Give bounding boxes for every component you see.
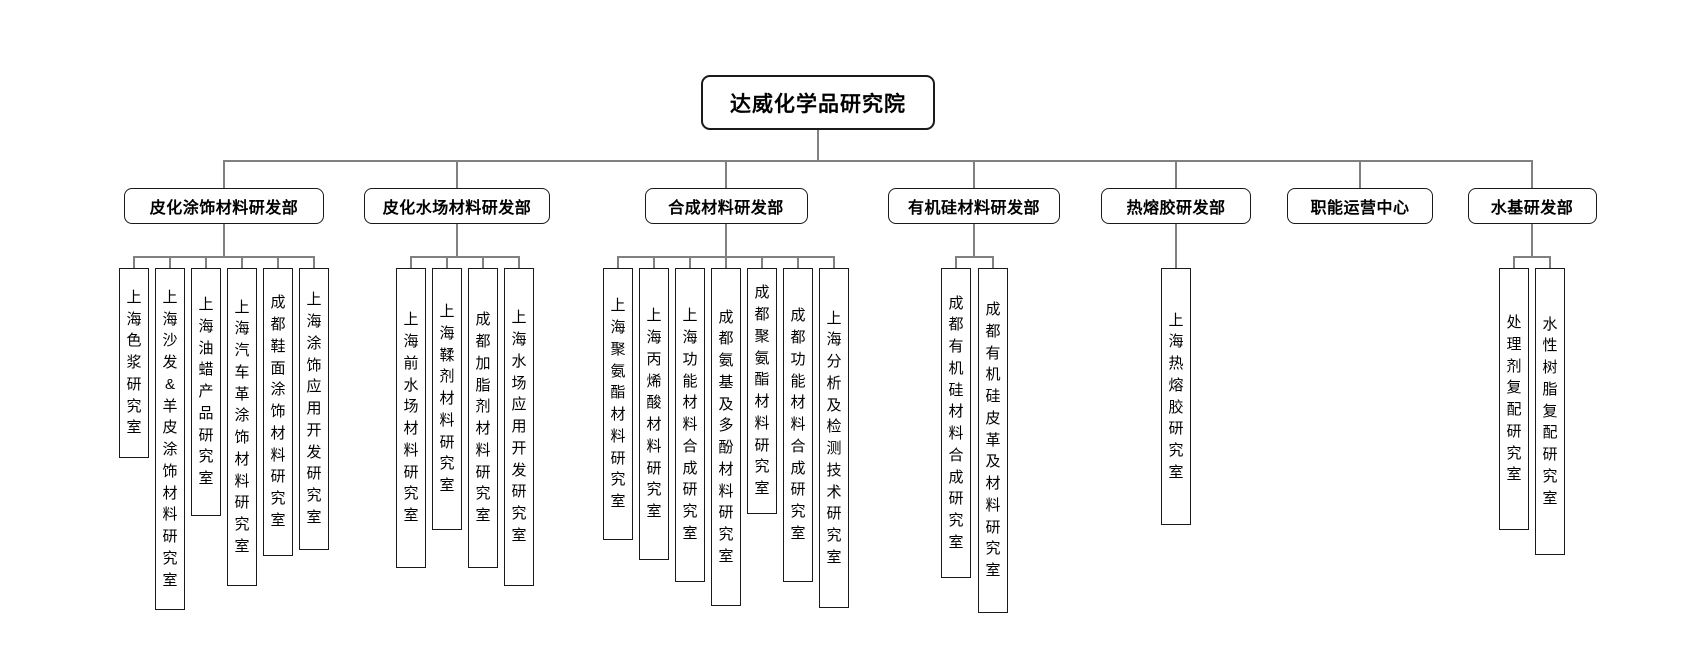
connector-line — [973, 224, 975, 256]
research-room-label: 上海热熔胶研究室 — [1168, 311, 1184, 481]
connector-line — [973, 160, 975, 188]
connector-line — [241, 258, 243, 268]
research-room-label: 成都有机硅材料合成研究室 — [948, 294, 964, 551]
research-room-label: 水性树脂复配研究室 — [1542, 315, 1558, 507]
research-room-node[interactable]: 上海水场应用开发研究室 — [504, 268, 534, 586]
department-node[interactable]: 热熔胶研发部 — [1101, 188, 1251, 224]
research-room-node[interactable]: 上海沙发&羊皮涂饰材料研究室 — [155, 268, 185, 610]
research-room-label: 成都加脂剂材料研究室 — [475, 311, 491, 524]
research-room-label: 成都功能材料合成研究室 — [790, 307, 806, 542]
research-room-node[interactable]: 上海油蜡产品研究室 — [191, 268, 221, 516]
research-room-node[interactable]: 成都有机硅材料合成研究室 — [941, 268, 971, 578]
connector-line — [955, 256, 994, 258]
connector-line — [1549, 258, 1551, 268]
department-node[interactable]: 有机硅材料研发部 — [888, 188, 1060, 224]
research-room-node[interactable]: 成都氨基及多酚材料研究室 — [711, 268, 741, 606]
connector-line — [133, 258, 135, 268]
research-room-node[interactable]: 成都功能材料合成研究室 — [783, 268, 813, 582]
connector-line — [169, 258, 171, 268]
org-root-node[interactable]: 达威化学品研究院 — [701, 75, 935, 130]
connector-line — [617, 258, 619, 268]
research-room-label: 成都聚氨酯材料研究室 — [754, 284, 770, 497]
research-room-node[interactable]: 上海功能材料合成研究室 — [675, 268, 705, 582]
department-node[interactable]: 水基研发部 — [1467, 188, 1597, 224]
connector-line — [617, 256, 835, 258]
research-room-label: 上海色浆研究室 — [126, 288, 142, 437]
department-node[interactable]: 皮化涂饰材料研发部 — [124, 188, 324, 224]
connector-line — [797, 258, 799, 268]
connector-line — [410, 258, 412, 268]
research-room-label: 上海鞣剂材料研究室 — [439, 303, 455, 495]
connector-line — [725, 224, 727, 256]
research-room-node[interactable]: 成都有机硅皮革及材料研究室 — [978, 268, 1008, 613]
connector-line — [955, 258, 957, 268]
research-room-label: 上海功能材料合成研究室 — [682, 307, 698, 542]
connector-line — [223, 160, 1533, 162]
connector-line — [133, 256, 315, 258]
research-room-label: 上海丙烯酸材料研究室 — [646, 307, 662, 520]
connector-line — [1513, 258, 1515, 268]
research-room-label: 上海沙发&羊皮涂饰材料研究室 — [162, 288, 178, 589]
connector-line — [313, 258, 315, 268]
connector-line — [277, 258, 279, 268]
connector-line — [446, 258, 448, 268]
research-room-node[interactable]: 水性树脂复配研究室 — [1535, 268, 1565, 555]
connector-line — [518, 258, 520, 268]
research-room-label: 上海前水场材料研究室 — [403, 311, 419, 524]
connector-line — [482, 258, 484, 268]
connector-line — [1513, 256, 1551, 258]
connector-line — [223, 224, 225, 256]
research-room-label: 上海水场应用开发研究室 — [511, 309, 527, 544]
research-room-node[interactable]: 上海丙烯酸材料研究室 — [639, 268, 669, 560]
research-room-node[interactable]: 上海涂饰应用开发研究室 — [299, 268, 329, 550]
connector-line — [410, 256, 520, 258]
connector-line — [1531, 224, 1533, 256]
research-room-label: 上海聚氨酯材料研究室 — [610, 297, 626, 510]
research-room-node[interactable]: 上海热熔胶研究室 — [1161, 268, 1191, 525]
research-room-label: 处理剂复配研究室 — [1506, 314, 1522, 484]
connector-line — [761, 258, 763, 268]
connector-line — [653, 258, 655, 268]
connector-line — [817, 130, 819, 160]
connector-line — [992, 258, 994, 268]
research-room-node[interactable]: 成都加脂剂材料研究室 — [468, 268, 498, 568]
research-room-label: 上海分析及检测技术研究室 — [826, 309, 842, 566]
research-room-label: 上海汽车革涂饰材料研究室 — [234, 298, 250, 555]
connector-line — [833, 258, 835, 268]
research-room-label: 成都鞋面涂饰材料研究室 — [270, 294, 286, 529]
research-room-node[interactable]: 上海分析及检测技术研究室 — [819, 268, 849, 608]
department-node[interactable]: 皮化水场材料研发部 — [364, 188, 550, 224]
department-node[interactable]: 职能运营中心 — [1287, 188, 1433, 224]
department-node[interactable]: 合成材料研发部 — [644, 188, 808, 224]
connector-line — [205, 258, 207, 268]
research-room-node[interactable]: 成都鞋面涂饰材料研究室 — [263, 268, 293, 556]
connector-line — [725, 160, 727, 188]
research-room-label: 成都氨基及多酚材料研究室 — [718, 308, 734, 565]
connector-line — [1175, 160, 1177, 188]
connector-line — [456, 224, 458, 256]
connector-line — [689, 258, 691, 268]
research-room-label: 成都有机硅皮革及材料研究室 — [985, 301, 1001, 580]
research-room-node[interactable]: 上海聚氨酯材料研究室 — [603, 268, 633, 540]
research-room-node[interactable]: 上海汽车革涂饰材料研究室 — [227, 268, 257, 586]
connector-line — [223, 160, 225, 188]
connector-line — [456, 160, 458, 188]
research-room-label: 上海涂饰应用开发研究室 — [306, 291, 322, 526]
research-room-node[interactable]: 上海鞣剂材料研究室 — [432, 268, 462, 530]
research-room-node[interactable]: 处理剂复配研究室 — [1499, 268, 1529, 530]
research-room-node[interactable]: 成都聚氨酯材料研究室 — [747, 268, 777, 514]
research-room-label: 上海油蜡产品研究室 — [198, 296, 214, 488]
research-room-node[interactable]: 上海色浆研究室 — [119, 268, 149, 458]
connector-line — [725, 258, 727, 268]
connector-line — [1175, 224, 1177, 268]
connector-line — [1359, 160, 1361, 188]
research-room-node[interactable]: 上海前水场材料研究室 — [396, 268, 426, 568]
connector-line — [1531, 160, 1533, 188]
